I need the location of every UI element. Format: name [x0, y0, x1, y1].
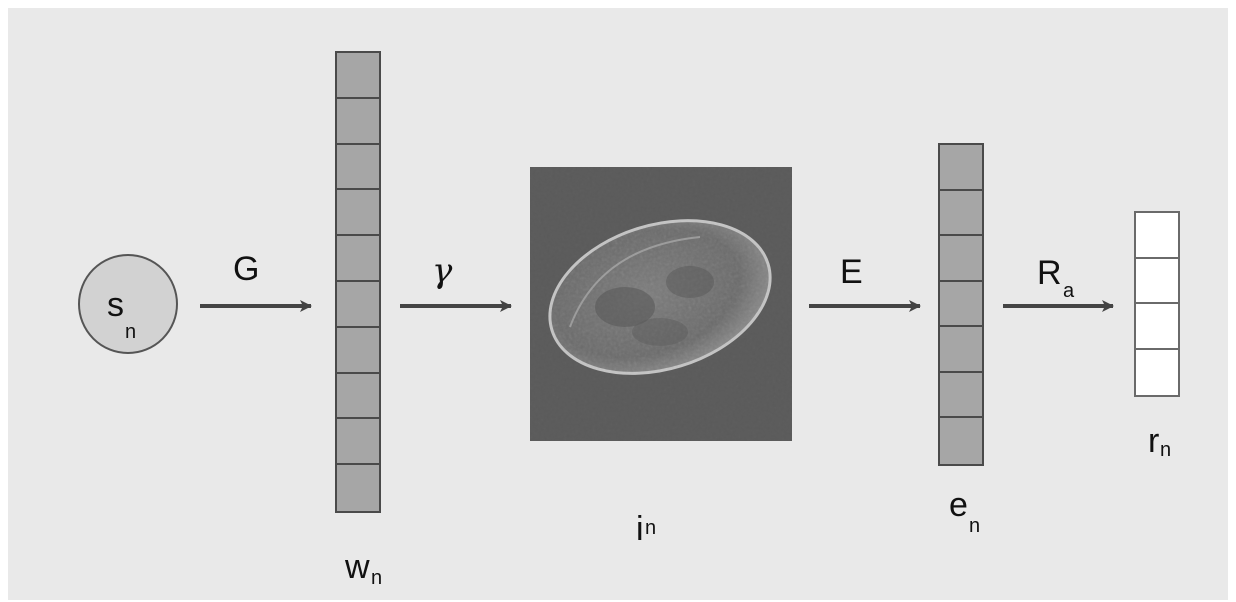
vector-w-cell — [337, 328, 379, 374]
vector-w-cell — [337, 282, 379, 328]
vector-e-cell — [940, 282, 982, 328]
vector-e-label: e — [949, 486, 968, 524]
edge-label-E: E — [840, 253, 863, 291]
edge-label-gamma: γ — [432, 251, 453, 291]
microscopy-image — [530, 167, 792, 441]
edge-label-R: R — [1037, 254, 1062, 292]
vector-e-cell — [940, 236, 982, 282]
vector-r-subscript: n — [1160, 439, 1172, 461]
vector-r — [1134, 211, 1180, 397]
vector-e-subscript: n — [969, 515, 981, 537]
vector-w-cell — [337, 236, 379, 282]
vector-w-cell — [337, 145, 379, 191]
vector-w-cell — [337, 190, 379, 237]
vector-e-cell — [940, 191, 982, 237]
vector-r-label: r — [1148, 422, 1160, 460]
cell-micrograph-icon — [530, 167, 792, 441]
vector-r-cell — [1136, 259, 1178, 304]
vector-w-cell — [337, 419, 379, 466]
vector-e-cell — [940, 145, 982, 191]
edge-label-R-subscript: a — [1063, 280, 1075, 302]
vector-w-cell — [337, 99, 379, 145]
node-s-subscript: n — [125, 321, 137, 343]
edge-label-G: G — [233, 250, 260, 288]
vector-w-cell — [337, 374, 379, 420]
vector-w-subscript: n — [371, 567, 383, 589]
vector-e-cell — [940, 373, 982, 419]
image-i-label: i — [636, 510, 644, 548]
vector-e-cell — [940, 327, 982, 373]
vector-w-cell — [337, 53, 379, 99]
image-i-subscript: n — [645, 517, 657, 539]
node-s — [78, 254, 178, 354]
vector-e — [938, 143, 984, 466]
vector-r-cell — [1136, 213, 1178, 259]
vector-w — [335, 51, 381, 513]
node-s-label: s — [107, 286, 124, 324]
vector-r-cell — [1136, 304, 1178, 350]
vector-w-label: w — [345, 548, 370, 586]
